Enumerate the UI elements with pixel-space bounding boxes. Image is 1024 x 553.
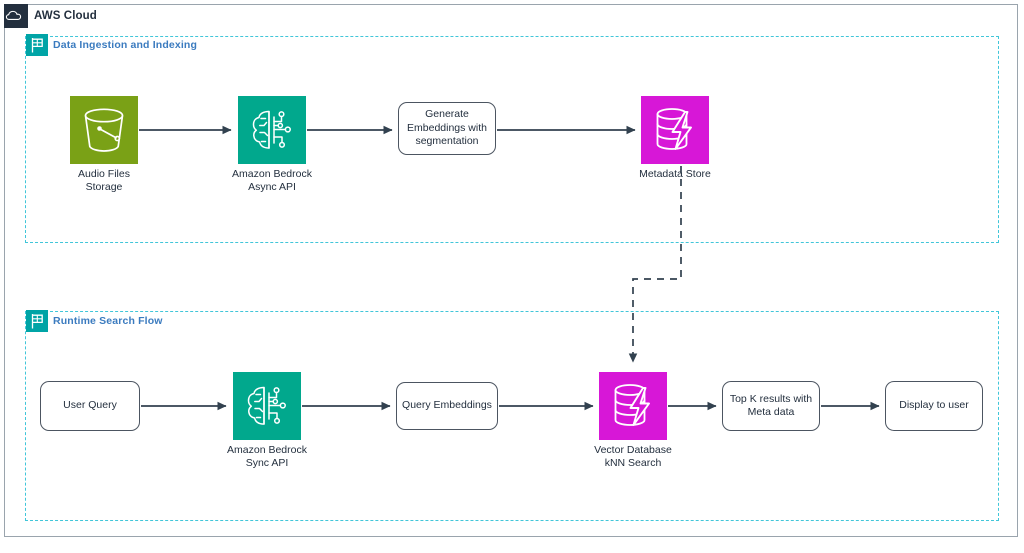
node-label: Amazon Bedrock Sync API [227, 444, 307, 469]
group-runtime-search-flow [25, 311, 999, 521]
group-data-ingestion-and-indexing [25, 36, 999, 243]
process-generate-embeddings[interactable]: Generate Embeddings with segmentation [398, 102, 496, 155]
aws-cloud-icon [4, 4, 28, 28]
node-label: Metadata Store [639, 168, 711, 180]
process-label: Query Embeddings [402, 399, 492, 412]
amazon-bedrock-icon [238, 96, 306, 164]
process-display-to-user[interactable]: Display to user [885, 381, 983, 431]
amazon-bedrock-icon [233, 372, 301, 440]
database-lightning-icon [641, 96, 709, 164]
aws-cloud-boundary [4, 4, 1018, 537]
process-label: Top K results with Meta data [729, 392, 813, 419]
node-label: Amazon Bedrock Async API [232, 168, 312, 193]
s3-bucket-icon [70, 96, 138, 164]
process-label: User Query [63, 399, 117, 412]
process-top-k-results[interactable]: Top K results with Meta data [722, 381, 820, 431]
process-label: Generate Embeddings with segmentation [407, 108, 487, 148]
process-user-query[interactable]: User Query [40, 381, 140, 431]
node-label: Audio Files Storage [78, 168, 130, 193]
group-title-runtime: Runtime Search Flow [53, 315, 163, 327]
flag-icon [26, 310, 48, 332]
flag-icon [26, 34, 48, 56]
node-label: Vector Database kNN Search [594, 444, 672, 469]
page-title: AWS Cloud [34, 10, 97, 22]
process-label: Display to user [899, 399, 969, 412]
group-title-ingestion: Data Ingestion and Indexing [53, 39, 198, 51]
database-lightning-icon [599, 372, 667, 440]
process-query-embeddings[interactable]: Query Embeddings [396, 382, 498, 430]
